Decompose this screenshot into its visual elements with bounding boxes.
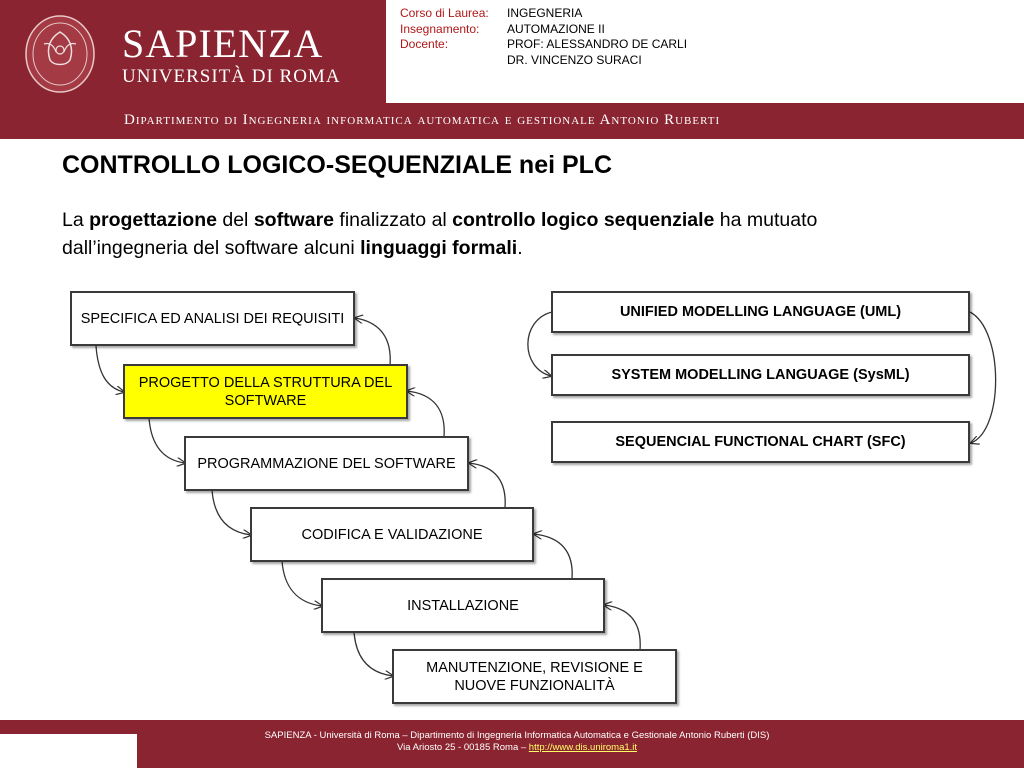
step-maintenance: MANUTENZIONE, REVISIONE E NUOVE FUNZIONA… xyxy=(392,649,677,704)
intro-text: La xyxy=(62,209,90,231)
arrow-feedback xyxy=(534,534,573,580)
footer-line-1: SAPIENZA - Università di Roma – Dipartim… xyxy=(264,730,770,741)
intro-bold: linguaggi formali xyxy=(360,237,518,259)
footer-address: Via Ariosto 25 - 00185 Roma – xyxy=(396,742,529,753)
intro-bold: progettazione xyxy=(89,209,217,231)
arrow-forward xyxy=(148,417,185,463)
footer-website-link[interactable]: http://www.dis.uniroma1.it xyxy=(528,742,638,753)
step-structure-design: PROGETTO DELLA STRUTTURA DEL SOFTWARE xyxy=(123,364,408,419)
arrow-forward xyxy=(211,489,251,535)
department-name: Dipartimento di Ingegneria informatica a… xyxy=(124,112,721,128)
step-installation: INSTALLAZIONE xyxy=(321,578,605,633)
slide-intro: La progettazione del software finalizzat… xyxy=(62,206,942,262)
info-label: Insegnamento: xyxy=(400,21,480,36)
arrow-forward xyxy=(95,345,124,392)
info-label xyxy=(400,53,507,69)
sapienza-seal-icon xyxy=(25,15,95,93)
info-value: DR. VINCENZO SURACI xyxy=(507,52,642,67)
arrow-feedback xyxy=(355,318,391,366)
course-info-row: DR. VINCENZO SURACI xyxy=(400,53,687,69)
footer: SAPIENZA - Università di Roma – Dipartim… xyxy=(137,720,1024,768)
language-sysml: SYSTEM MODELLING LANGUAGE (SysML) xyxy=(551,354,970,396)
step-coding-validation: CODIFICA E VALIDAZIONE xyxy=(250,507,534,562)
info-label: Docente: xyxy=(400,37,449,51)
course-info: Corso di Laurea: INGEGNERIA Insegnamento… xyxy=(400,6,687,68)
department-band: Dipartimento di Ingegneria informatica a… xyxy=(0,103,1024,139)
arrow-forward xyxy=(281,560,322,606)
info-value: AUTOMAZIONE II xyxy=(507,21,605,36)
intro-text: ha mutuato dall’ingegneria del software … xyxy=(62,209,818,259)
footer-line-2: Via Ariosto 25 - 00185 Roma – http://www… xyxy=(137,742,897,753)
language-uml: UNIFIED MODELLING LANGUAGE (UML) xyxy=(551,291,970,333)
info-label: Corso di Laurea: xyxy=(400,6,489,20)
arrow-forward xyxy=(353,631,393,676)
step-programming: PROGRAMMAZIONE DEL SOFTWARE xyxy=(184,436,469,491)
intro-bold: software xyxy=(253,209,335,231)
brand-logo: SAPIENZA UNIVERSITÀ DI ROMA xyxy=(122,24,341,88)
header-brand-panel: SAPIENZA UNIVERSITÀ DI ROMA xyxy=(0,0,386,103)
info-value: INGEGNERIA xyxy=(507,6,583,20)
course-info-row: Corso di Laurea: INGEGNERIA xyxy=(400,6,687,22)
arrow-feedback xyxy=(407,391,445,438)
info-value: PROF: ALESSANDRO DE CARLI xyxy=(507,37,688,51)
arrow-language xyxy=(527,311,552,376)
intro-text: . xyxy=(517,237,523,259)
step-requirements: SPECIFICA ED ANALISI DEI REQUISITI xyxy=(70,291,355,346)
course-info-row: Docente: PROF: ALESSANDRO DE CARLI xyxy=(400,37,687,53)
slide-title: CONTROLLO LOGICO-SEQUENZIALE nei PLC xyxy=(62,151,612,179)
language-sfc: SEQUENCIAL FUNCTIONAL CHART (SFC) xyxy=(551,421,970,463)
arrow-language xyxy=(970,311,997,443)
intro-text: del xyxy=(216,209,254,231)
brand-subtitle: UNIVERSITÀ DI ROMA xyxy=(122,66,341,87)
footer-accent xyxy=(0,720,137,734)
arrow-feedback xyxy=(469,463,506,509)
course-info-row: Insegnamento: AUTOMAZIONE II xyxy=(400,22,687,38)
intro-bold: controllo logico sequenziale xyxy=(452,209,715,231)
intro-text: finalizzato al xyxy=(334,209,453,231)
arrow-feedback xyxy=(604,605,641,651)
brand-name: SAPIENZA xyxy=(122,21,324,66)
